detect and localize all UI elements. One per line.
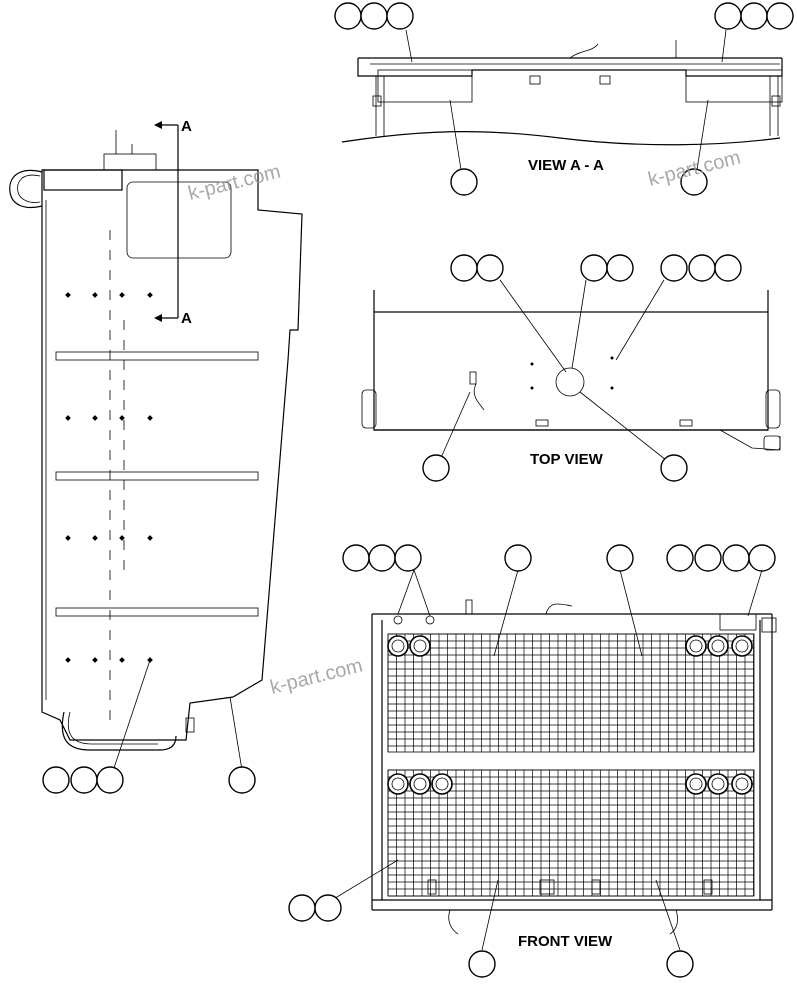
grommet-inner (391, 639, 405, 653)
rivet-dot (119, 292, 125, 298)
side-view: A A (9, 118, 303, 781)
rivet-dot (65, 657, 71, 663)
grommet (431, 773, 453, 795)
grommet (707, 773, 729, 795)
rivet-dot (119, 657, 125, 663)
grommet (685, 773, 707, 795)
front-view-label: FRONT VIEW (518, 933, 613, 950)
callout-bubble (394, 544, 422, 572)
callout-bubble (680, 168, 708, 196)
rivet-dot (65, 415, 71, 421)
grommet (731, 773, 753, 795)
callout-bubble (660, 254, 688, 282)
callout-bubble (606, 544, 634, 572)
callout-bubbles (42, 2, 794, 978)
callout-bubble (722, 544, 750, 572)
callout-bubble (42, 766, 70, 794)
callout-bubble (70, 766, 98, 794)
grommet-inner (413, 639, 427, 653)
callout-bubble (228, 766, 256, 794)
callout-bubble (748, 544, 776, 572)
top-view-label: TOP VIEW (530, 451, 604, 468)
grommet-inner (711, 777, 725, 791)
front-view: FRONT VIEW (331, 569, 777, 951)
callout-bubble (386, 2, 414, 30)
watermark: k-part.com (268, 655, 365, 699)
view-aa: VIEW A - A (341, 29, 783, 177)
grommet (409, 635, 431, 657)
rivet-dot (92, 535, 98, 541)
callout-bubble (740, 2, 768, 30)
callout-bubble (288, 894, 316, 922)
callout-bubble (666, 544, 694, 572)
rivet-dot (92, 415, 98, 421)
grommet-inner (711, 639, 725, 653)
callout-bubble (660, 454, 688, 482)
callout-bubble (580, 254, 608, 282)
callout-bubble (606, 254, 634, 282)
callout-bubble (342, 544, 370, 572)
callout-bubble (714, 254, 742, 282)
rivet-dot (65, 535, 71, 541)
top-view: TOP VIEW (361, 279, 781, 468)
grommet (707, 635, 729, 657)
view-aa-label: VIEW A - A (528, 157, 604, 174)
callout-bubble (666, 950, 694, 978)
grommet-inner (689, 777, 703, 791)
grommet (409, 773, 431, 795)
callout-bubble (688, 254, 716, 282)
rivet-dot (147, 415, 153, 421)
callout-bubble (314, 894, 342, 922)
grommet (387, 635, 409, 657)
grommet-inner (735, 777, 749, 791)
rivet-dot (119, 415, 125, 421)
callout-bubble (368, 544, 396, 572)
rivet-dot (92, 657, 98, 663)
grommet (685, 635, 707, 657)
grommet-inner (413, 777, 427, 791)
callout-bubble (334, 2, 362, 30)
watermark: k-part.com (186, 161, 283, 205)
callout-bubble (450, 254, 478, 282)
callout-bubble (714, 2, 742, 30)
callout-bubble (694, 544, 722, 572)
callout-bubble (476, 254, 504, 282)
grommet (731, 635, 753, 657)
callout-bubble (766, 2, 794, 30)
grommet (387, 773, 409, 795)
rivet-dot (147, 292, 153, 298)
rivet-dot (147, 535, 153, 541)
callout-bubble (96, 766, 124, 794)
callout-bubble (468, 950, 496, 978)
rivet-dot (92, 292, 98, 298)
grommet-inner (689, 639, 703, 653)
grommet-inner (435, 777, 449, 791)
callout-bubble (360, 2, 388, 30)
section-marker-top: A (181, 118, 192, 135)
rivet-dot (119, 535, 125, 541)
section-marker-bottom: A (181, 310, 192, 327)
grommet-inner (391, 777, 405, 791)
grommet-inner (735, 639, 749, 653)
callout-bubble (450, 168, 478, 196)
callout-bubble (422, 454, 450, 482)
rivet-dot (65, 292, 71, 298)
callout-bubble (504, 544, 532, 572)
